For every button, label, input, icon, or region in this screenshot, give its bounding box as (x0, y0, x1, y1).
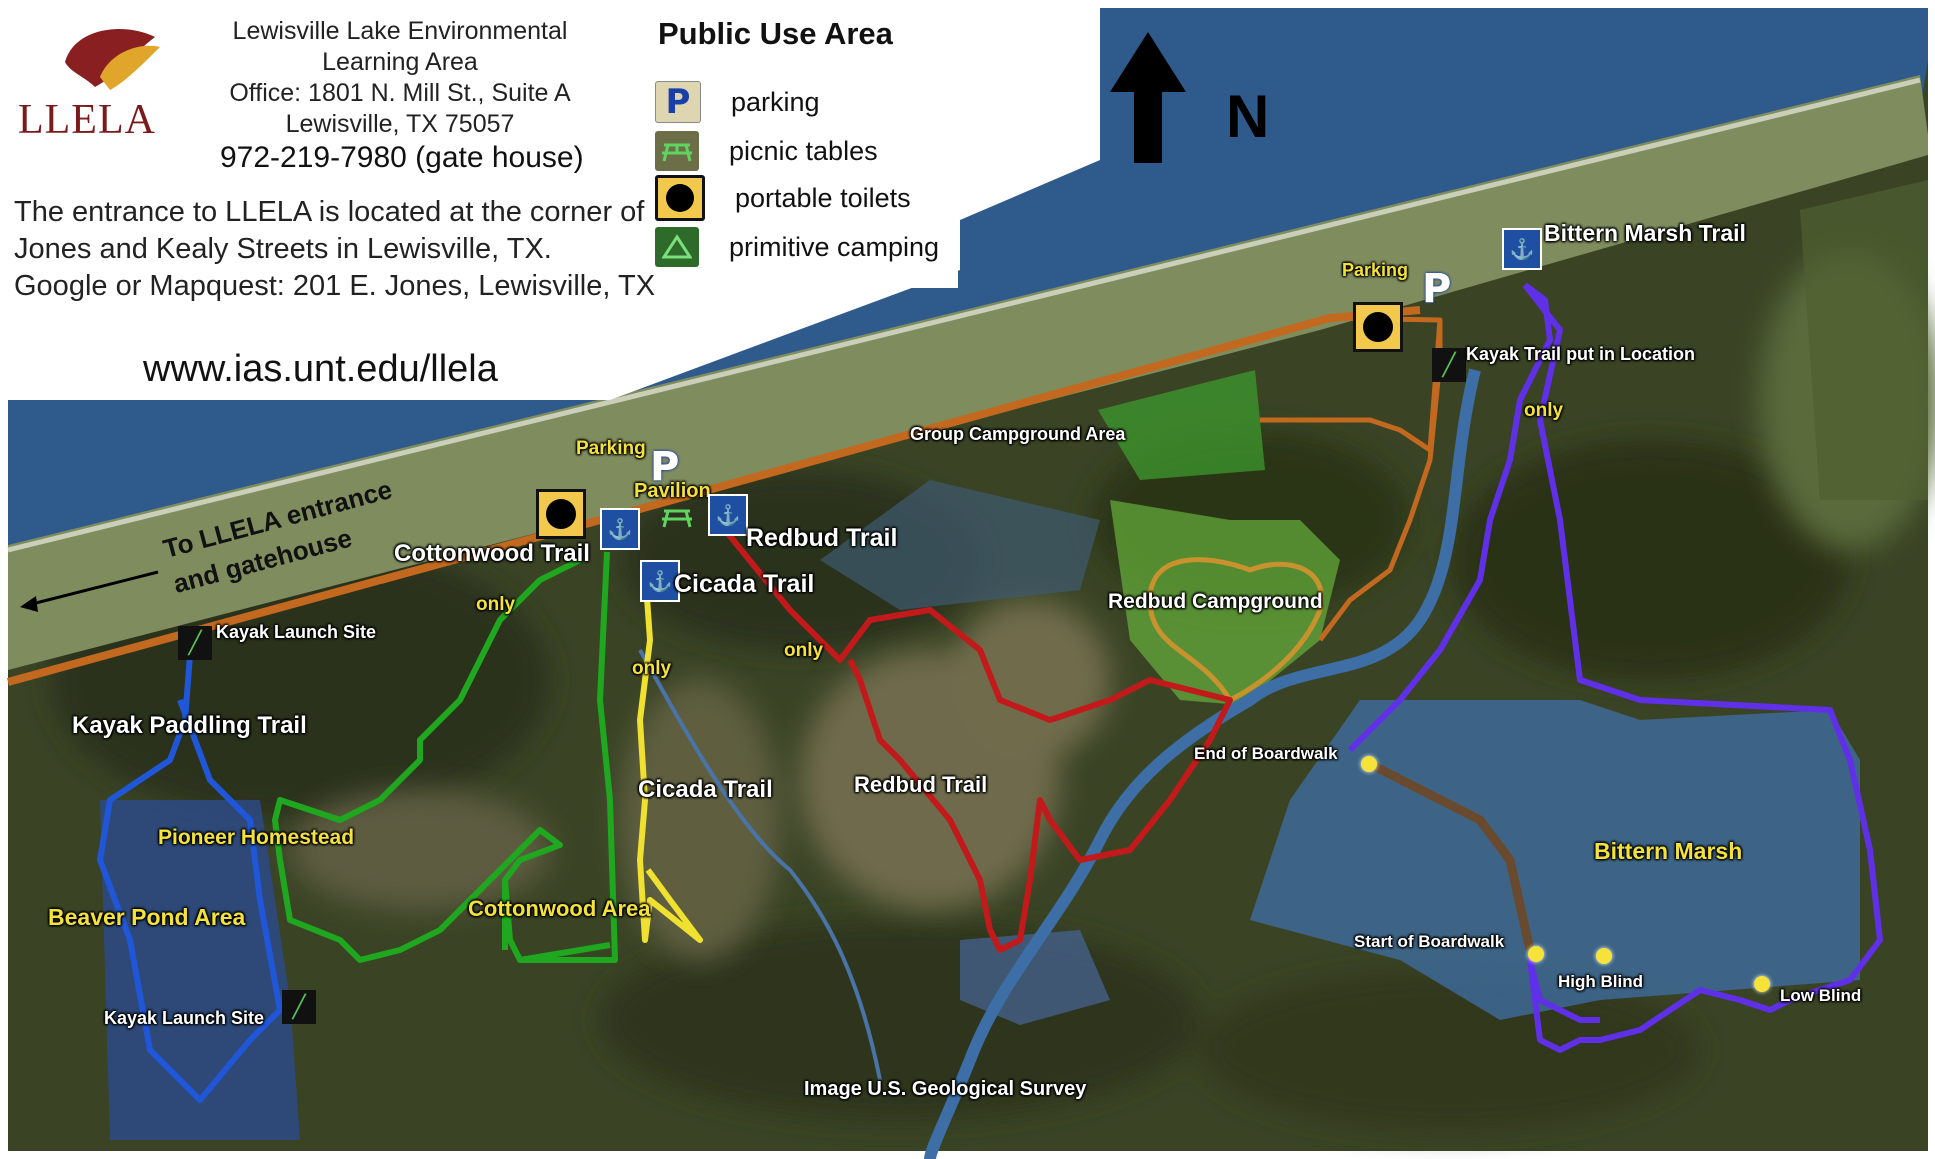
trail-bittern-marsh (1347, 282, 1883, 1053)
parking-icon: P (655, 81, 701, 123)
trail-cottonwood (272, 551, 618, 963)
label-kayak-launch-bottom: Kayak Launch Site (104, 1008, 265, 1028)
office-city: Lewisville, TX 75057 (285, 110, 515, 138)
llela-logo-text: LLELA (18, 97, 156, 143)
legend-label-parking: parking (731, 86, 820, 117)
east-fields (1800, 180, 1928, 500)
header-panel-right (8, 8, 958, 288)
trail-kayak-paddling (97, 654, 283, 1103)
entrance-arrowhead (20, 596, 38, 612)
entrance-arrow (27, 570, 159, 607)
entrance-line3: Google or Mapquest: 201 E. Jones, Lewisv… (14, 270, 656, 302)
label-redbud-trail-mid: Redbud Trail (854, 772, 988, 797)
llela-logo-icon (65, 29, 160, 90)
pavilion-picnic-icon (662, 509, 692, 528)
trailhead-bittern-icon: ⚓ (1502, 228, 1542, 270)
kayak-launch-icon-top: ╱ (178, 626, 212, 660)
label-cicada-trail-mid: Cicada Trail (638, 776, 773, 803)
label-bittern-marsh-trail: Bittern Marsh Trail (1544, 220, 1746, 246)
label-pioneer-homestead: Pioneer Homestead (158, 826, 355, 849)
label-high-blind: High Blind (1558, 972, 1643, 991)
org-name-line2: Learning Area (322, 48, 478, 76)
kayak-launch-icon-bottom: ╱ (282, 990, 316, 1024)
legend-label-toilets: portable toilets (735, 182, 911, 213)
label-hiker-only-3: only (784, 640, 824, 661)
label-cottonwood-area: Cottonwood Area (468, 896, 651, 921)
legend-item-toilets: portable toilets (655, 175, 911, 221)
dam-edge (7, 77, 1921, 553)
image-credit: Image U.S. Geological Survey (804, 1078, 1087, 1100)
trailhead-cicada-icon: ⚓ (640, 560, 680, 602)
primitive-camping-icon (655, 227, 699, 267)
legend-label-camping: primitive camping (729, 231, 940, 262)
trail-redbud (722, 528, 1233, 953)
trail-cicada (637, 569, 703, 943)
label-start-of-boardwalk: Start of Boardwalk (1354, 932, 1505, 951)
label-redbud-campground: Redbud Campground (1108, 590, 1323, 613)
group-campground-area (1098, 370, 1265, 480)
kayak-put-in-icon: ╱ (1432, 348, 1466, 382)
portable-toilet-icon (655, 175, 705, 221)
entrance-line1: The entrance to LLELA is located at the … (14, 196, 645, 228)
picnic-table-icon (655, 131, 699, 171)
north-label: N (1226, 83, 1270, 150)
parking-marker-right: P (1422, 266, 1452, 312)
redbud-campground-area (1110, 500, 1340, 705)
start-of-boardwalk-marker (1528, 946, 1544, 962)
legend-title: Public Use Area (658, 16, 893, 51)
label-hiker-only-2: only (632, 658, 672, 679)
parking-marker-left: P (650, 444, 680, 490)
end-of-boardwalk-marker (1361, 756, 1377, 772)
legend-item-parking: P parking (655, 80, 820, 124)
label-group-campground: Group Campground Area (910, 424, 1126, 444)
office-info: Lewisville Lake Environmental Learning A… (220, 16, 584, 174)
legend-item-picnic: picnic tables (655, 129, 878, 173)
label-kayak-launch-top: Kayak Launch Site (216, 622, 377, 642)
north-arrow-icon (1110, 32, 1186, 163)
label-pavilion: Pavilion (634, 480, 711, 502)
toilet-marker-left (536, 489, 586, 539)
label-parking-left: Parking (576, 438, 646, 459)
legend-label-picnic: picnic tables (729, 135, 878, 166)
label-bittern-marsh: Bittern Marsh (1594, 838, 1743, 864)
redbud-campground-loop (1147, 557, 1324, 704)
phone-number: 972-219-7980 (gate house) (220, 141, 584, 174)
high-blind-marker (1596, 948, 1612, 964)
central-pond (820, 480, 1100, 610)
boardwalk (1367, 759, 1535, 951)
label-redbud-trail-top: Redbud Trail (746, 524, 898, 552)
label-kayak-paddling-trail: Kayak Paddling Trail (72, 712, 307, 739)
creek (638, 649, 882, 1081)
label-end-of-boardwalk: End of Boardwalk (1194, 744, 1338, 763)
label-kayak-put-in: Kayak Trail put in Location (1466, 344, 1696, 364)
label-parking-right: Parking (1342, 260, 1409, 280)
label-cottonwood-trail: Cottonwood Trail (394, 540, 590, 567)
entrance-line2: Jones and Kealy Streets in Lewisville, T… (14, 233, 552, 265)
trailhead-cottonwood-icon: ⚓ (600, 508, 640, 550)
label-hiker-only-4: only (1524, 400, 1564, 421)
beaver-pond (100, 800, 300, 1140)
trailhead-redbud-icon: ⚓ (708, 494, 748, 536)
label-beaver-pond-area: Beaver Pond Area (48, 904, 246, 930)
low-blind-marker (1754, 976, 1770, 992)
legend-item-camping: primitive camping (655, 225, 939, 269)
label-hiker-only-1: only (476, 594, 516, 615)
label-cicada-trail-top: Cicada Trail (674, 570, 815, 598)
dam-embankment (8, 75, 1928, 670)
office-address: Office: 1801 N. Mill St., Suite A (229, 79, 571, 107)
label-low-blind: Low Blind (1780, 986, 1862, 1005)
website-link[interactable]: www.ias.unt.edu/llela (143, 348, 498, 390)
trail-cottonwood-inner (502, 880, 611, 963)
entrance-info: The entrance to LLELA is located at the … (14, 194, 655, 305)
elm-fork-river (924, 368, 1481, 1159)
toilet-marker-right (1353, 302, 1403, 352)
org-name-line1: Lewisville Lake Environmental (232, 17, 568, 45)
